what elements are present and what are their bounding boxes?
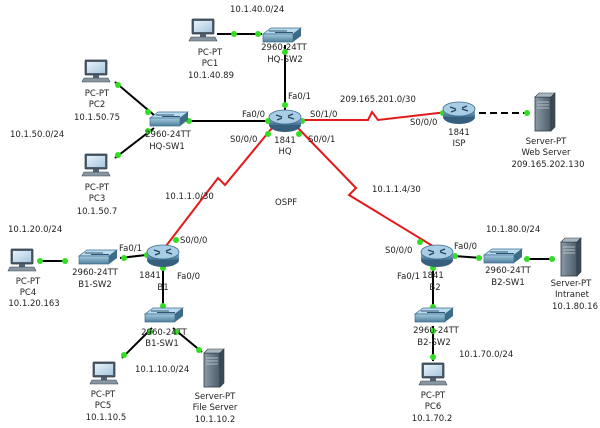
file-server-icon[interactable]: [203, 348, 225, 388]
pc6-computer-icon[interactable]: [418, 362, 448, 386]
interface-label-b1-fa0-0: Fa0/0: [177, 272, 200, 282]
pc5-model-label: PC-PT: [91, 390, 116, 400]
b1-sw1-model-label: 2960-24TT: [141, 328, 188, 338]
b1-sw2-switch-icon[interactable]: [78, 249, 118, 265]
file-server-name-label: File Server: [193, 403, 238, 413]
b2-sw2-name-label: B2-SW2: [417, 338, 451, 348]
interface-label-b2-fa0-0: Fa0/0: [454, 242, 477, 252]
interface-label-hq-s0-1-0: S0/1/0: [310, 110, 337, 120]
b2-router-model-label: 1841: [422, 271, 444, 281]
pc6-ip-label: 10.1.70.2: [412, 414, 453, 424]
port-status-indicators: [37, 31, 555, 360]
network-label-b2-lan-top: 10.1.80.0/24: [486, 225, 540, 235]
pc6-name-label: PC6: [425, 402, 441, 412]
pc5-computer-icon[interactable]: [89, 361, 119, 385]
pc2-ip-label: 10.1.50.75: [74, 113, 120, 123]
pc1-name-label: PC1: [202, 59, 218, 69]
hq-sw2-name-label: HQ-SW2: [267, 55, 303, 65]
web-server-name-label: Web Server: [521, 148, 571, 158]
pc4-computer-icon[interactable]: [7, 248, 37, 272]
web-server-icon[interactable]: [534, 92, 556, 132]
network-label-hq-b1-link: 10.1.1.0/30: [165, 192, 214, 202]
pc4-name-label: PC4: [20, 288, 36, 298]
interface-label-isp-s0-0-0: S0/0/0: [410, 118, 437, 128]
b2-sw2-switch-icon[interactable]: [414, 307, 454, 323]
intranet-server-icon[interactable]: [560, 237, 582, 277]
b2-sw1-switch-icon[interactable]: [483, 248, 523, 264]
hq-sw2-switch-icon[interactable]: [262, 27, 302, 43]
file-server-model-label: Server-PT: [195, 392, 237, 402]
interface-label-b2-s0-0-0: S0/0/0: [385, 246, 412, 256]
pc1-model-label: PC-PT: [198, 48, 223, 58]
interface-label-hq-fa0-0: Fa0/0: [242, 110, 265, 120]
hq-sw1-name-label: HQ-SW1: [149, 142, 185, 152]
b2-sw2-model-label: 2960-24TT: [413, 326, 460, 336]
network-label-b1-lan-top: 10.1.20.0/24: [8, 225, 62, 235]
ospf-area-label: OSPF: [275, 198, 297, 208]
isp-router-icon[interactable]: [442, 101, 476, 125]
pc1-computer-icon[interactable]: [188, 18, 218, 42]
b1-router-name-label: B1: [157, 283, 168, 293]
network-label-isp-link: 209.165.201.0/30: [340, 95, 416, 105]
b1-sw2-model-label: 2960-24TT: [72, 268, 119, 278]
interface-label-b2-fa0-1: Fa0/1: [397, 272, 420, 282]
b2-sw1-model-label: 2960-24TT: [485, 266, 532, 276]
hq-sw1-switch-icon[interactable]: [149, 111, 189, 127]
interface-label-hq-s0-0-0: S0/0/0: [230, 135, 257, 145]
pc6-model-label: PC-PT: [421, 391, 446, 401]
hq-isp-serial-link: [300, 110, 448, 122]
interface-label-b1-s0-0-0: S0/0/0: [180, 236, 207, 246]
pc2-computer-icon[interactable]: [81, 59, 111, 83]
pc3-name-label: PC3: [89, 194, 105, 204]
network-label-b2-lan-bottom: 10.1.70.0/24: [459, 350, 513, 360]
b2-router-name-label: B2: [429, 283, 440, 293]
hq-router-icon[interactable]: [268, 109, 302, 133]
pc4-model-label: PC-PT: [16, 277, 41, 287]
hq-sw1-model-label: 2960-24TT: [145, 130, 192, 140]
hq-sw2-model-label: 2960-24TT: [261, 43, 308, 53]
web-server-model-label: Server-PT: [526, 137, 568, 147]
b1-sw1-switch-icon[interactable]: [144, 307, 184, 323]
isp-router-name-label: ISP: [452, 139, 465, 149]
pc2-model-label: PC-PT: [85, 89, 110, 99]
pc3-computer-icon[interactable]: [81, 153, 111, 177]
interface-label-hq-s0-0-1: S0/0/1: [308, 135, 335, 145]
b1-router-icon[interactable]: [146, 244, 180, 268]
b1-sw1-name-label: B1-SW1: [145, 339, 179, 349]
intranet-name-label: Intranet: [555, 290, 590, 300]
hq-router-name-label: HQ: [278, 147, 291, 157]
intranet-ip-label: 10.1.80.16: [552, 302, 598, 312]
b2-router-icon[interactable]: [420, 244, 454, 268]
pc3-ip-label: 10.1.50.7: [77, 207, 118, 217]
network-label-hq-b2-link: 10.1.1.4/30: [372, 185, 421, 195]
pc1-ip-label: 10.1.40.89: [188, 71, 234, 81]
b1-sw2-name-label: B1-SW2: [78, 280, 112, 290]
hq-b1-serial-link: [165, 127, 273, 247]
hq-b2-serial-link: [297, 127, 437, 249]
isp-router-model-label: 1841: [448, 128, 470, 138]
pc2-name-label: PC2: [89, 100, 105, 110]
pc5-name-label: PC5: [95, 401, 111, 411]
interface-label-b1-fa0-1: Fa0/1: [119, 244, 142, 254]
b1-sw1-to-pc5-link: [121, 327, 153, 359]
file-server-ip-label: 10.1.10.2: [195, 415, 236, 425]
network-label-hq-lan-top: 10.1.40.0/24: [230, 5, 284, 15]
network-label-b1-lan-bottom: 10.1.10.0/24: [135, 365, 189, 375]
pc4-ip-label: 10.1.20.163: [8, 299, 59, 309]
intranet-model-label: Server-PT: [551, 279, 593, 289]
b1-router-model-label: 1841: [139, 271, 161, 281]
network-label-hq-lan-left: 10.1.50.0/24: [10, 130, 64, 140]
pc5-ip-label: 10.1.10.5: [86, 413, 127, 423]
b2-sw1-name-label: B2-SW1: [491, 278, 525, 288]
pc3-model-label: PC-PT: [85, 183, 110, 193]
interface-label-hq-fa0-1: Fa0/1: [288, 92, 311, 102]
hq-router-model-label: 1841: [274, 136, 296, 146]
web-server-ip-label: 209.165.202.130: [511, 160, 584, 170]
